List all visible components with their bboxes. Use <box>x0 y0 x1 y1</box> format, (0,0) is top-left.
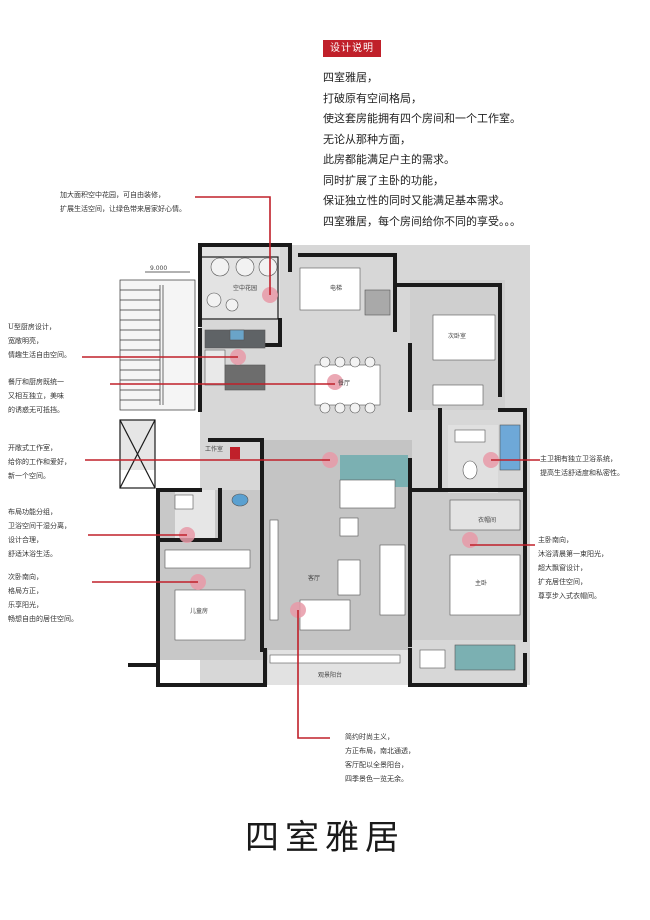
note-line: 沐浴清晨第一束阳光， <box>538 550 608 558</box>
note-line: 情趣生活自由空间。 <box>8 351 71 359</box>
note-line: 方正布局，南北通透， <box>345 747 415 755</box>
page-title: 四室雅居 <box>245 818 405 858</box>
intro-line: 使这套房能拥有四个房间和一个工作室。 <box>323 112 521 125</box>
furniture <box>164 257 521 671</box>
label-wardrobe: 衣帽间 <box>478 516 496 524</box>
label-study: 工作室 <box>205 445 223 453</box>
note-line: 客厅配以全景阳台， <box>345 761 408 769</box>
room-labels: 空中花园 电梯 餐厅 次卧室 工作室 客厅 主卧 观景阳台 衣帽间 儿童房 9.… <box>150 265 496 679</box>
note-line: 扩展生活空间，让绿色带来居家好心情。 <box>60 205 186 213</box>
note-line: 布局功能分组， <box>8 508 57 516</box>
label-second-bedroom: 次卧室 <box>448 332 466 340</box>
note-line: 格局方正， <box>8 587 43 595</box>
note-line: 超大飘窗设计， <box>538 564 587 572</box>
label-dining: 餐厅 <box>338 379 350 387</box>
note-line: 开敞式工作室， <box>8 444 57 452</box>
note-line: 简约时尚主义， <box>345 733 394 741</box>
note-sky-garden: 加大面积空中花园，可自由装修， 扩展生活空间，让绿色带来居家好心情。 <box>60 188 186 216</box>
note-line: 畅想自由的居住空间。 <box>8 615 78 623</box>
thin-walls <box>119 256 279 489</box>
intro-line: 此房都能满足户主的需求。 <box>323 153 455 166</box>
note-ensuite: 主卫拥有独立卫浴系统， 提高生活舒适度和私密性。 <box>540 452 624 480</box>
design-notes-badge: 设计说明 <box>323 40 381 57</box>
callout-lines <box>82 196 540 739</box>
intro-line: 同时扩展了主卧的功能， <box>323 173 444 187</box>
stairwell <box>119 271 196 411</box>
note-line: 舒适沐浴生活。 <box>8 550 57 558</box>
note-line: 主卧南向， <box>538 536 573 544</box>
label-dining-room: 电梯 <box>330 284 342 292</box>
label-kid-room: 儿童房 <box>190 607 208 615</box>
note-line: U型厨房设计， <box>8 323 56 331</box>
note-living-room: 简约时尚主义， 方正布局，南北通透， 客厅配以全景阳台， 四季景色一览无余。 <box>345 730 415 786</box>
intro-text: 四室雅居， 打破原有空间格局， 使这套房能拥有四个房间和一个工作室。 无论从那种… <box>323 68 623 232</box>
label-living: 客厅 <box>308 574 320 582</box>
note-line: 主卫拥有独立卫浴系统， <box>540 455 617 463</box>
note-line: 卫浴空间干湿分离， <box>8 522 71 530</box>
note-line: 尊享步入式衣帽间。 <box>538 592 601 600</box>
note-kitchen: U型厨房设计， 宽敞明亮， 情趣生活自由空间。 <box>8 320 71 362</box>
note-bathroom: 布局功能分组， 卫浴空间干湿分离， 设计合理， 舒适沐浴生活。 <box>8 505 71 561</box>
note-line: 新一个空间。 <box>8 472 50 480</box>
walls <box>128 243 527 687</box>
note-line: 乐享阳光， <box>8 601 43 609</box>
note-line: 餐厅和厨房既统一 <box>8 378 64 386</box>
note-line: 宽敞明亮， <box>8 337 43 345</box>
note-line: 四季景色一览无余。 <box>345 775 408 783</box>
note-line: 设计合理， <box>8 536 43 544</box>
intro-line: 四室雅居， <box>323 71 378 84</box>
label-master: 主卧 <box>475 579 487 587</box>
note-line: 提高生活舒适度和私密性。 <box>540 469 624 477</box>
label-garden: 空中花园 <box>233 284 257 292</box>
note-line: 又相互独立，美味 <box>8 392 64 400</box>
intro-line: 保证独立性的同时又能满足基本需求。 <box>323 194 510 207</box>
note-line: 扩充居住空间， <box>538 578 587 586</box>
note-line: 次卧南向， <box>8 573 43 581</box>
note-master-bedroom: 主卧南向， 沐浴清晨第一束阳光， 超大飘窗设计， 扩充居住空间， 尊享步入式衣帽… <box>538 533 608 603</box>
intro-line: 无论从那种方面， <box>323 132 411 146</box>
note-study: 开敞式工作室， 给你的工作和爱好， 新一个空间。 <box>8 441 71 483</box>
note-dining: 餐厅和厨房既统一 又相互独立，美味 的诱惑无可抵挡。 <box>8 375 64 417</box>
intro-line: 四室雅居，每个房间给你不同的享受。。。 <box>323 214 521 228</box>
label-stair: 9.000 <box>150 265 167 272</box>
intro-line: 打破原有空间格局， <box>323 91 422 105</box>
label-balcony: 观景阳台 <box>318 671 342 679</box>
note-second-bedroom: 次卧南向， 格局方正， 乐享阳光， 畅想自由的居住空间。 <box>8 570 78 626</box>
note-line: 的诱惑无可抵挡。 <box>8 406 64 414</box>
note-line: 加大面积空中花园，可自由装修， <box>60 191 165 199</box>
note-line: 给你的工作和爱好， <box>8 458 71 466</box>
